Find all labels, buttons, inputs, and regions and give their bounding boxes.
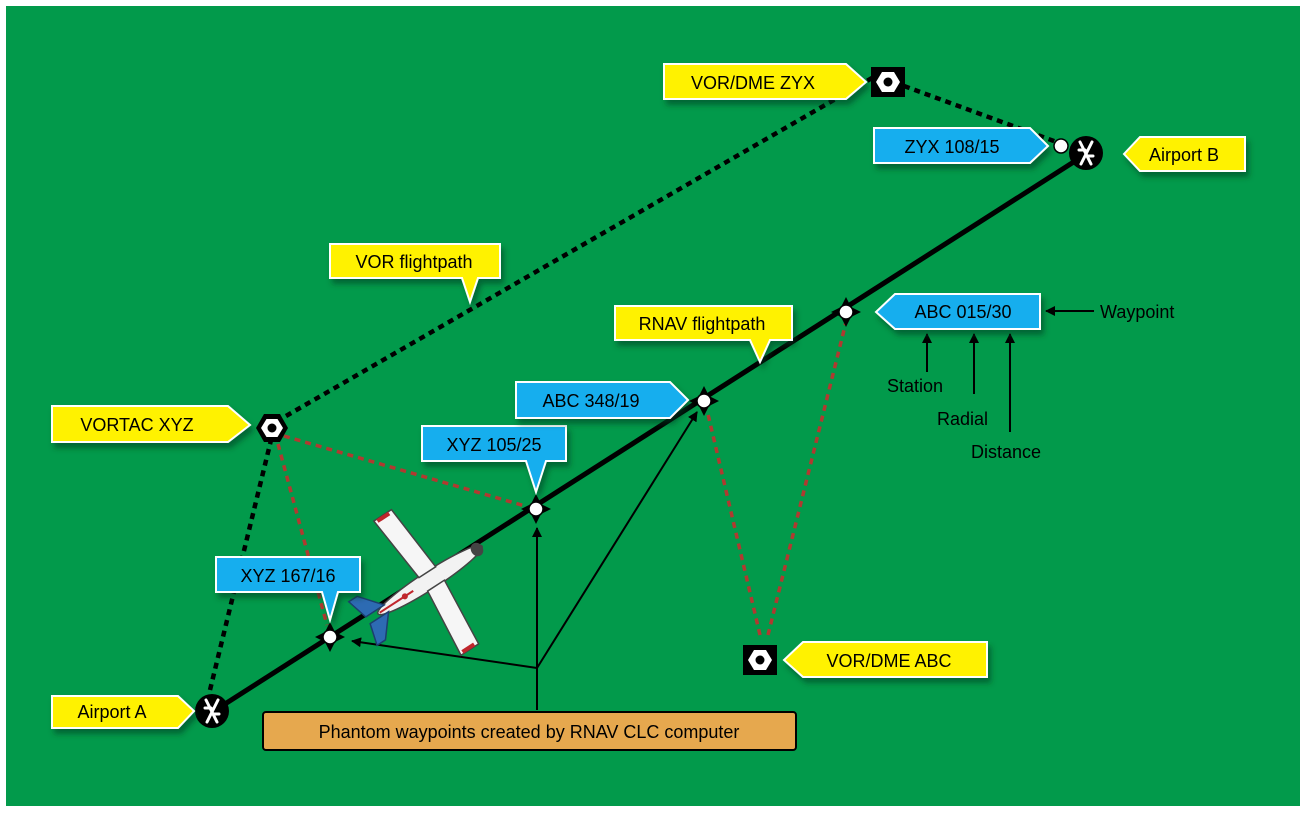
airport-a-callout: Airport A	[51, 695, 196, 729]
waypoint-label: ABC 348/19	[542, 391, 639, 411]
vor-flightpath-callout: VOR flightpath	[329, 243, 501, 306]
waypoint-callout-xyz-167-16: XYZ 167/16	[215, 556, 361, 624]
waypoint-marker	[1053, 138, 1069, 154]
legend-station: Station	[887, 376, 943, 396]
airport-b-callout: Airport B	[1122, 136, 1246, 172]
vor-flightpath-line	[207, 76, 1063, 691]
waypoint-label: XYZ 105/25	[446, 435, 541, 455]
vordme-abc-label: VOR/DME ABC	[826, 651, 951, 671]
vordme-abc-callout: VOR/DME ABC	[782, 641, 988, 678]
vortac-xyz-callout: VORTAC XYZ	[51, 405, 252, 443]
waypoint-label: XYZ 167/16	[240, 566, 335, 586]
legend-arrows	[922, 306, 1094, 432]
waypoint-marker	[831, 297, 861, 327]
waypoint-callout-xyz-105-25: XYZ 105/25	[421, 425, 567, 496]
airport-a-label: Airport A	[77, 702, 146, 722]
airport-icon	[1069, 136, 1103, 170]
phantom-note: Phantom waypoints created by RNAV CLC co…	[262, 711, 797, 751]
waypoint-marker	[315, 622, 345, 652]
legend-distance: Distance	[971, 442, 1041, 462]
waypoint-label: ABC 015/30	[914, 302, 1011, 322]
rnav-flightpath-line	[212, 153, 1085, 714]
airport-b-label: Airport B	[1149, 145, 1219, 165]
phantom-note-text: Phantom waypoints created by RNAV CLC co…	[319, 722, 740, 742]
waypoint-callout-zyx-108-15: ZYX 108/15	[873, 127, 1050, 164]
rnav-flightpath-label: RNAV flightpath	[639, 314, 766, 334]
vor-flightpath-label: VOR flightpath	[355, 252, 472, 272]
radial-lines	[276, 321, 848, 636]
waypoint-callout-abc-348-19: ABC 348/19	[515, 381, 690, 419]
vordme-icon	[743, 645, 777, 675]
airport-icon	[195, 694, 229, 728]
legend-waypoint: Waypoint	[1100, 302, 1174, 322]
vordme-icon	[871, 67, 905, 97]
legend-radial: Radial	[937, 409, 988, 429]
waypoint-label: ZYX 108/15	[904, 137, 999, 157]
vordme-zyx-callout: VOR/DME ZYX	[663, 63, 868, 100]
waypoint-marker	[689, 386, 719, 416]
waypoint-callout-abc-015-30: ABC 015/30	[874, 293, 1041, 330]
phantom-arrows	[351, 411, 698, 710]
vortac-icon	[256, 414, 288, 442]
waypoint-marker	[521, 494, 551, 524]
aircraft-icon	[347, 508, 484, 657]
rnav-flightpath-callout: RNAV flightpath	[614, 305, 793, 365]
vortac-xyz-label: VORTAC XYZ	[80, 415, 193, 435]
vordme-zyx-label: VOR/DME ZYX	[691, 73, 815, 93]
